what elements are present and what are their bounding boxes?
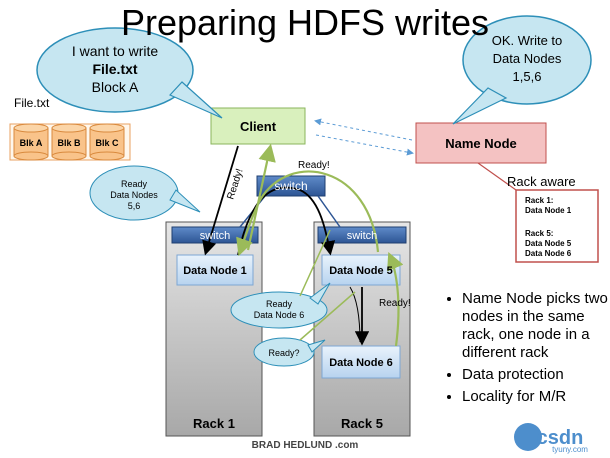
client-bubble-text: I want to write File.txt Block A [45, 42, 185, 96]
ready-dn56-tail [169, 189, 201, 213]
ready-q-connector [299, 291, 356, 341]
client-namenode-arrow [314, 118, 413, 141]
core-switch [256, 175, 326, 197]
dn5-ready-to-dn1-arrow [236, 170, 380, 257]
ready-dn6-bubble [230, 291, 328, 329]
rack-aware-box [515, 189, 599, 263]
rack5-switch [317, 226, 407, 244]
block-c-cylinder [89, 123, 125, 161]
dn6-ready-to-dn5-arrow [387, 251, 404, 347]
ready-q-bubble [253, 337, 315, 367]
block-a-cylinder [13, 123, 49, 161]
namenode-bubble-tail [452, 87, 508, 125]
ready-dn6-tail [309, 282, 331, 305]
rack1-switch-label: switch [200, 230, 231, 242]
bullet-item: Data protection [462, 366, 608, 384]
datanode-1 [176, 254, 254, 286]
datanode-6 [321, 345, 401, 379]
namenode-bubble-line2: Data Nodes [492, 51, 562, 66]
ready-dn56-line1: Ready [121, 179, 148, 189]
block-c-label: Blk C [95, 138, 119, 148]
rack-1-label: Rack 1 [193, 416, 235, 431]
namenode-speech-bubble [462, 15, 592, 105]
ready-dn6-line1: Ready [266, 299, 293, 309]
namenode-bubble-text: OK. Write to Data Nodes 1,5,6 [467, 32, 587, 86]
footer-credit: BRAD HEDLUND .com [251, 440, 359, 451]
ready-excl-dn6: Ready! [379, 298, 411, 309]
client-bubble-line3: Block A [91, 79, 139, 95]
client-bubble-tail [168, 81, 223, 119]
block-a-label: Blk A [20, 138, 43, 148]
client-bubble-line1: I want to write [71, 43, 159, 59]
datanode-5 [321, 254, 401, 286]
ready-q-label: Ready? [268, 348, 299, 358]
datanode-5-label: Data Node 5 [329, 265, 393, 277]
block-b-cylinder [51, 123, 87, 161]
ready-excl-client: Ready! [225, 167, 245, 201]
rack5-switch-label: switch [347, 230, 378, 242]
ready-dn6-line2: Data Node 6 [254, 310, 305, 320]
client-box [210, 107, 306, 145]
ready-dn56-line2: Data Nodes [110, 190, 158, 200]
datanode-6-label: Data Node 6 [329, 357, 393, 369]
bullet-list: Name Node picks two nodes in the same ra… [440, 290, 608, 410]
namenode-label: Name Node [445, 136, 517, 151]
namenode-bubble-line1: OK. Write to [491, 33, 563, 48]
ready-dn6-connector [299, 229, 331, 297]
watermark-url: tyuny.com [552, 445, 588, 454]
ready-dn56-line3: 5,6 [128, 201, 141, 211]
dn6-ready-arrow-black [349, 286, 361, 343]
client-bubble-line2: File.txt [92, 61, 138, 77]
csdn-watermark: csdn tyuny.com [514, 423, 588, 454]
rack-aware-line-4: Rack 5: [525, 229, 553, 238]
client-to-dn1-arrow [202, 145, 239, 256]
rack-aware-label: Rack aware [507, 174, 576, 189]
watermark-logo: csdn [537, 427, 584, 449]
dn1-to-dn5-arrow [237, 186, 336, 256]
ready-q-tail [307, 339, 326, 353]
rack-aware-line-5: Data Node 5 [525, 239, 572, 248]
namenode-client-arrow [315, 134, 414, 156]
rack-aware-line-6: Data Node 6 [525, 249, 572, 258]
rack-5-label: Rack 5 [341, 416, 383, 431]
block-b-label: Blk B [57, 138, 81, 148]
slide-title: Preparing HDFS writes [120, 2, 490, 43]
client-label: Client [240, 119, 277, 134]
core-switch-label: switch [274, 179, 307, 193]
ready-excl-dn5: Ready! [298, 160, 330, 171]
rack-1 [165, 221, 263, 437]
datanode-1-label: Data Node 1 [183, 265, 247, 277]
client-speech-bubble [36, 27, 194, 113]
namenode-bubble-line3: 1,5,6 [512, 69, 542, 84]
namenode-box [415, 122, 547, 164]
bullet-item: Name Node picks two nodes in the same ra… [462, 290, 608, 362]
bullet-item: Locality for M/R [462, 388, 608, 406]
rack-aware-line-2: Data Node 1 [525, 206, 572, 215]
uplink-rack5 [317, 195, 341, 228]
dn1-ready-to-client-arrow [246, 143, 276, 251]
rack-aware-line-1: Rack 1: [525, 196, 553, 205]
rack-aware-connector [477, 162, 517, 191]
file-label: File.txt [14, 96, 50, 110]
file-blocks [9, 123, 131, 161]
